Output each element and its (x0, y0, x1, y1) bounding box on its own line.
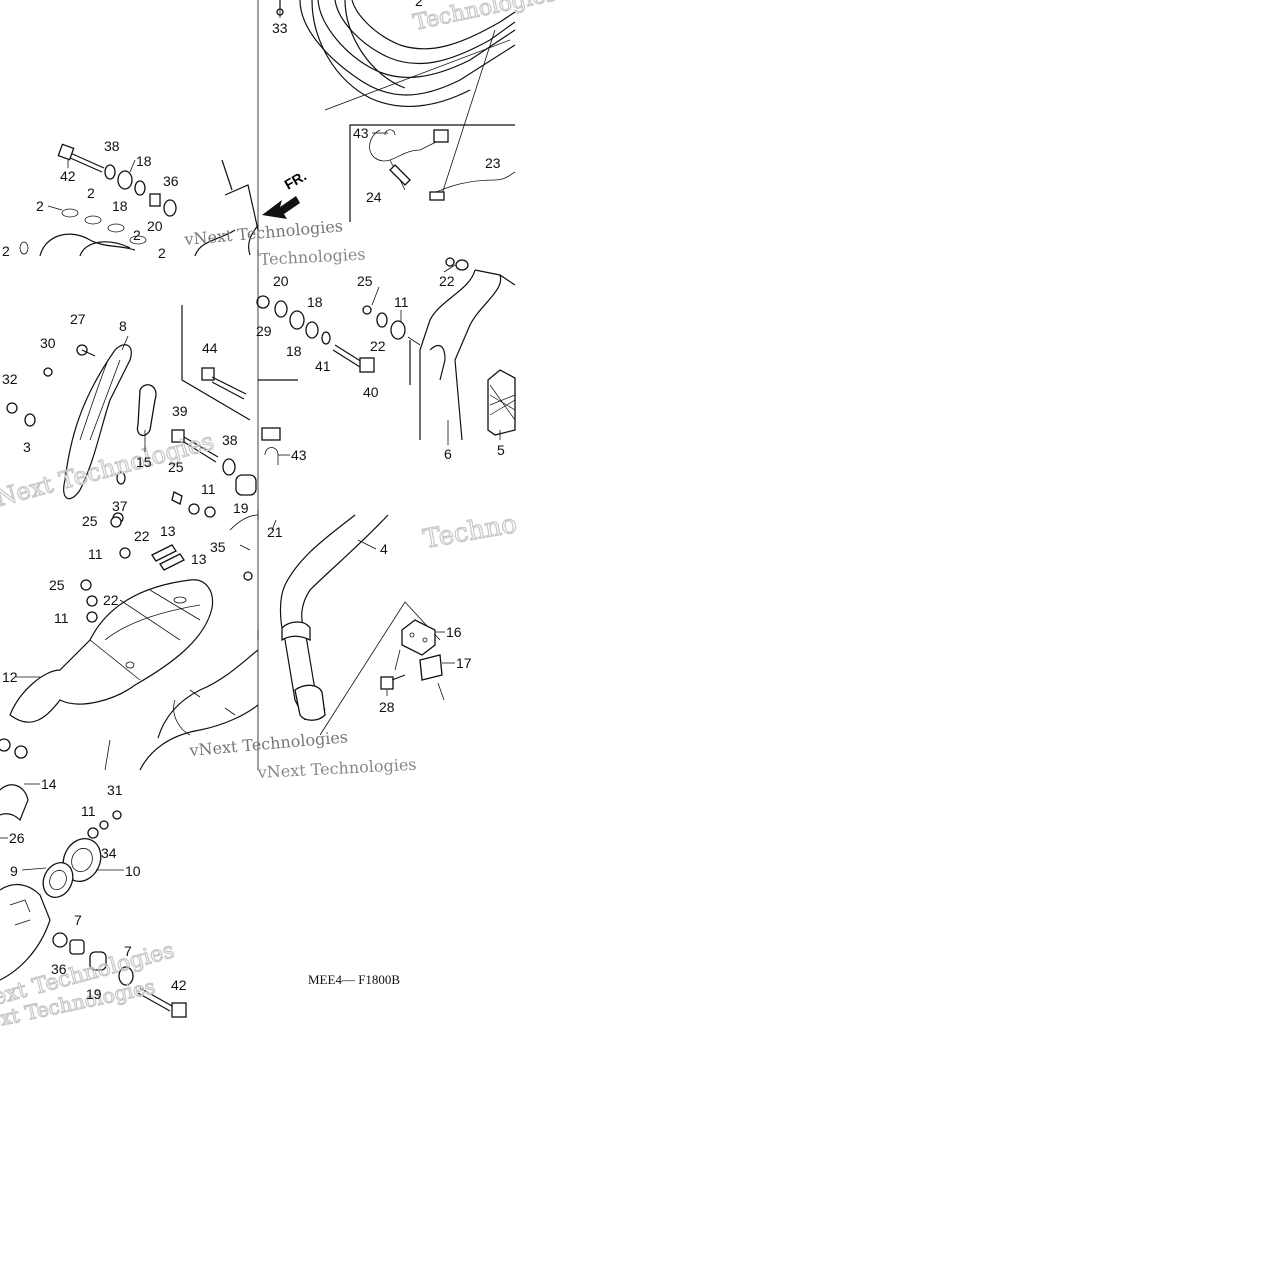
callout-label: 2 (415, 0, 423, 9)
callout-label: 35 (210, 539, 226, 555)
callout-label: 7 (124, 943, 132, 959)
callout-label: 13 (160, 523, 176, 539)
callout-label: 8 (119, 318, 127, 334)
callout-label: 21 (267, 524, 283, 540)
callout-label: 31 (107, 782, 123, 798)
callout-label: 5 (497, 442, 505, 458)
callout-label: 30 (40, 335, 56, 351)
drawing-reference-code: MEE4— F1800B (308, 972, 400, 987)
callout-label: 26 (9, 830, 25, 846)
callout-label: 18 (286, 343, 302, 359)
callout-label: 19 (86, 986, 102, 1002)
callout-label: 23 (485, 155, 501, 171)
callout-label: 6 (444, 446, 452, 462)
callout-label: 22 (439, 273, 455, 289)
callout-label: 3 (23, 439, 31, 455)
callout-label: 34 (101, 845, 117, 861)
callout-label: 25 (168, 459, 184, 475)
callout-label: 12 (2, 669, 18, 685)
callout-label: 38 (104, 138, 120, 154)
callout-label: 36 (51, 961, 67, 977)
callout-label: 17 (456, 655, 472, 671)
callout-label: 2 (36, 198, 44, 214)
watermark: vNext Technologies (0, 427, 217, 516)
callout-label: 18 (136, 153, 152, 169)
callout-label: 37 (112, 498, 128, 514)
callout-label: 42 (171, 977, 187, 993)
callout-label: 18 (307, 294, 323, 310)
callout-label: 41 (315, 358, 331, 374)
callout-label: 11 (54, 610, 69, 626)
watermark: Techno (421, 509, 519, 555)
callout-label: 29 (256, 323, 272, 339)
callout-label: 2 (158, 245, 166, 261)
callout-label: 2 (87, 185, 95, 201)
callout-label: 24 (366, 189, 382, 205)
callout-label: 20 (147, 218, 163, 234)
callout-label: 43 (291, 447, 307, 463)
callout-label: 22 (103, 592, 119, 608)
callout-label: 20 (273, 273, 289, 289)
callout-label: 40 (363, 384, 379, 400)
callouts: 33 2 43 24 23 42 38 18 18 36 20 2 2 2 2 … (2, 0, 505, 1002)
callout-label: 36 (163, 173, 179, 189)
callout-label: 27 (70, 311, 86, 327)
callout-label: 42 (60, 168, 76, 184)
callout-label: 38 (222, 432, 238, 448)
callout-label: 11 (88, 546, 103, 562)
callout-label: 7 (74, 912, 82, 928)
callout-label: 22 (134, 528, 150, 544)
callout-label: 33 (272, 20, 288, 36)
callout-label: 15 (136, 454, 152, 470)
callout-label: 10 (125, 863, 141, 879)
callout-label: 2 (2, 243, 10, 259)
callout-label: 25 (49, 577, 65, 593)
watermark: vNext Technologies (183, 216, 344, 249)
line-art (0, 0, 516, 1018)
callout-label: 11 (201, 481, 216, 497)
callout-label: 22 (370, 338, 386, 354)
callout-label: 44 (202, 340, 218, 356)
callout-label: 2 (133, 227, 141, 243)
callout-label: 16 (446, 624, 462, 640)
watermark: vNext Technologies (256, 755, 417, 782)
callout-label: 43 (353, 125, 369, 141)
front-direction-label: FR. (282, 167, 310, 192)
callout-label: 9 (10, 863, 18, 879)
callout-label: 4 (380, 541, 388, 557)
callout-label: 25 (82, 513, 98, 529)
callout-label: 28 (379, 699, 395, 715)
callout-label: 25 (357, 273, 373, 289)
callout-label: 13 (191, 551, 207, 567)
watermark: vNext Technologies (188, 727, 349, 760)
leader-lines (0, 0, 501, 871)
callout-label: 14 (41, 776, 57, 792)
callout-label: 32 (2, 371, 18, 387)
callout-label: 19 (233, 500, 249, 516)
callout-label: 39 (172, 403, 188, 419)
callout-label: 18 (112, 198, 128, 214)
callout-label: 11 (81, 803, 96, 819)
callout-label: 11 (394, 294, 409, 310)
watermark: Technologies (259, 244, 366, 269)
